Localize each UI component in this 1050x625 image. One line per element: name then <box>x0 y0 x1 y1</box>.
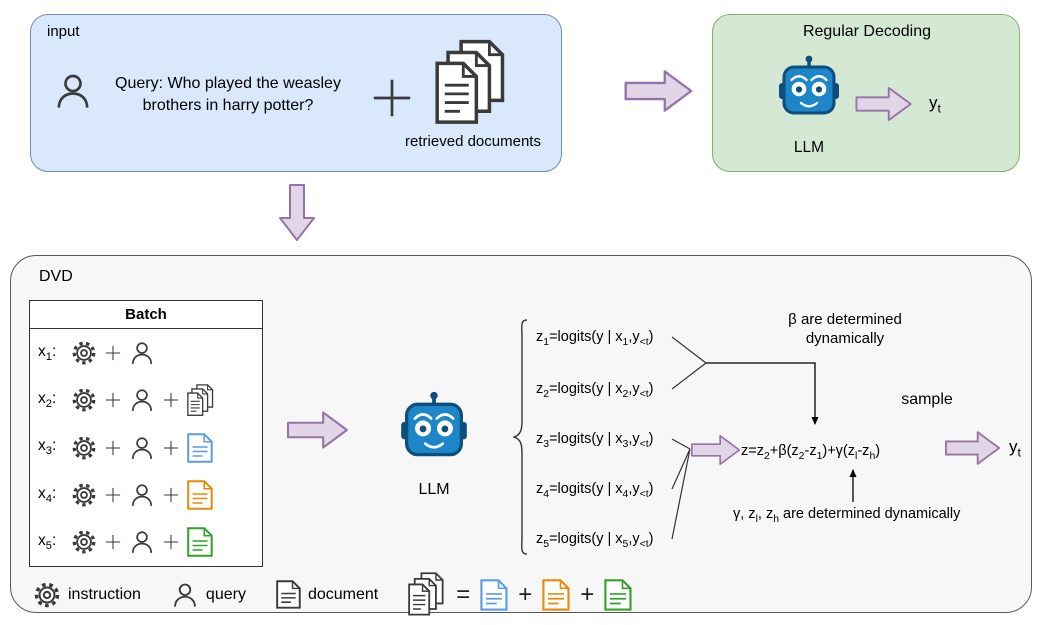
person-icon <box>129 435 155 461</box>
plus-icon <box>162 439 180 457</box>
document-stack-icon <box>408 572 446 617</box>
llm-label: LLM <box>793 139 825 156</box>
llm-robot-icon <box>777 53 841 117</box>
plus-icon <box>104 344 122 362</box>
batch-row-label: x3: <box>38 437 57 458</box>
batch-header: Batch <box>30 301 262 329</box>
plus-icon <box>162 391 180 409</box>
document-orange-icon <box>187 480 213 510</box>
legend-document-label: document <box>307 585 379 603</box>
person-icon <box>129 482 155 508</box>
person-icon <box>129 529 155 555</box>
llm-label: LLM <box>418 481 450 498</box>
logits-equation-5: z5=logits(y | x5,y<t) <box>536 531 654 550</box>
plus-sign: + <box>518 580 533 608</box>
batch-table: Batch x1: x2: x3: <box>29 300 263 567</box>
legend-query-label: query <box>205 585 246 603</box>
batch-row-x4: x4: <box>30 471 262 518</box>
gear-icon <box>71 340 97 366</box>
retrieved-documents-icon <box>435 39 509 127</box>
plus-sign: + <box>580 580 595 608</box>
logits-equation-1: z1=logits(y | x1,y<t) <box>536 329 654 348</box>
combined-equation: z=z2+β(z2-z1)+γ(zl-zh) <box>741 443 881 462</box>
logits-equation-4: z4=logits(y | x4,y<t) <box>536 481 654 500</box>
plus-icon <box>104 486 122 504</box>
dvd-box-label: DVD <box>39 268 73 285</box>
gear-icon <box>71 387 97 413</box>
plus-icon <box>104 439 122 457</box>
legend: instruction query document = + + <box>33 572 632 617</box>
person-icon <box>129 387 155 413</box>
arrow-input-to-dvd <box>276 184 318 242</box>
gear-icon <box>71 529 97 555</box>
plus-icon <box>369 75 415 121</box>
person-icon <box>171 581 199 609</box>
regular-decoding-box: Regular Decoding LLM yt <box>712 14 1020 172</box>
legend-instruction: instruction <box>33 581 141 609</box>
arrow-input-to-decoding <box>622 68 696 114</box>
logits-equation-2: z2=logits(y | x2,y<t) <box>536 381 654 400</box>
query-person-icon <box>53 71 93 111</box>
batch-row-label: x2: <box>38 390 57 411</box>
document-icon <box>276 580 301 609</box>
gear-icon <box>71 482 97 508</box>
batch-row-x2: x2: <box>30 376 262 423</box>
plus-icon <box>104 391 122 409</box>
gear-icon <box>71 435 97 461</box>
arrow-equation-to-output <box>945 429 1001 467</box>
gear-icon <box>33 581 61 609</box>
plus-icon <box>104 533 122 551</box>
dvd-box: DVD Batch x1: x2: x3: <box>10 255 1032 613</box>
legend-query: query <box>171 581 246 609</box>
logits-equation-3: z3=logits(y | x3,y<t) <box>536 431 654 450</box>
output-token: yt <box>929 93 941 116</box>
document-blue-icon <box>187 433 213 463</box>
regular-decoding-title: Regular Decoding <box>802 23 932 40</box>
plus-icon <box>162 533 180 551</box>
document-orange-icon <box>542 579 570 611</box>
input-box-label: input <box>47 23 80 40</box>
retrieved-documents-label: retrieved documents <box>405 133 541 150</box>
legend-document: document <box>276 580 378 609</box>
llm-robot-icon <box>399 389 469 459</box>
batch-row-x3: x3: <box>30 424 262 471</box>
batch-row-label: x4: <box>38 484 57 505</box>
equations-brace <box>513 319 528 555</box>
arrow-batch-to-llm <box>287 409 349 451</box>
document-green-icon <box>604 579 632 611</box>
batch-row-x1: x1: <box>30 329 262 376</box>
document-stack-icon <box>187 384 215 417</box>
document-green-icon <box>187 527 213 557</box>
sample-label: sample <box>901 391 953 408</box>
legend-instruction-label: instruction <box>68 585 141 603</box>
legend-stack-equation: = + + <box>408 572 632 617</box>
equals-sign: = <box>456 580 471 608</box>
arrow-logits-to-equation <box>691 431 741 469</box>
document-blue-icon <box>480 579 508 611</box>
person-icon <box>129 340 155 366</box>
output-token: yt <box>1009 437 1021 460</box>
arrow-llm-to-output <box>855 85 913 123</box>
plus-icon <box>162 486 180 504</box>
batch-row-label: x1: <box>38 342 57 363</box>
batch-row-label: x5: <box>38 532 57 553</box>
gamma-note: γ, zl, zh are determined dynamically <box>733 506 961 525</box>
batch-row-x5: x5: <box>30 519 262 566</box>
